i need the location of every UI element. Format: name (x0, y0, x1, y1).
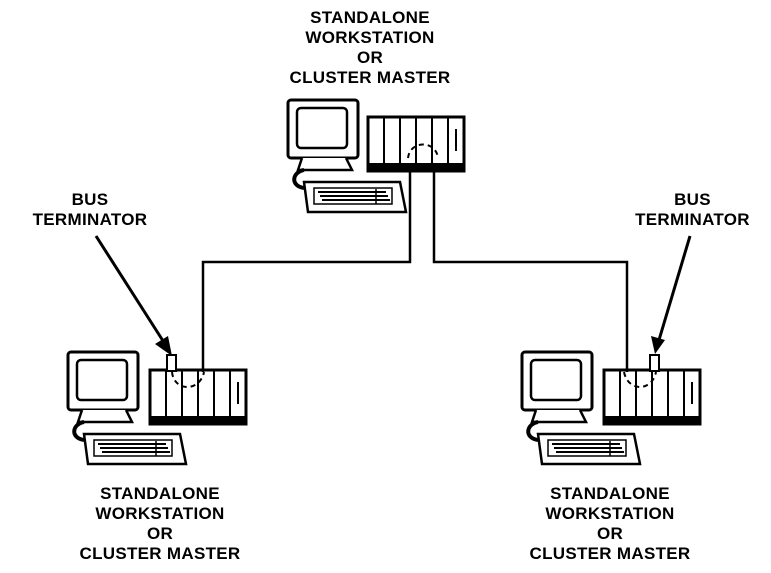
right-bus-terminator (649, 354, 660, 372)
right-terminator-label-line-1: BUS (674, 190, 711, 209)
right-station-label-line-2: WORKSTATION (545, 504, 675, 523)
left-station-label-line-2: WORKSTATION (95, 504, 225, 523)
right-terminator-label: BUS TERMINATOR (625, 190, 760, 230)
right-station-label-line-1: STANDALONE (550, 484, 670, 503)
right-terminator-arrow (651, 235, 692, 354)
top-cabinet-dashed-loop (407, 143, 439, 159)
bus-cable-right (432, 172, 629, 372)
right-station-label-line-4: CLUSTER MASTER (529, 544, 691, 563)
left-cabinet-dashed-loop (171, 371, 205, 388)
left-terminator-label-line-2: TERMINATOR (32, 210, 148, 229)
right-station-label: STANDALONE WORKSTATION OR CLUSTER MASTER (505, 484, 715, 564)
top-station-label-line-3: OR (356, 48, 384, 67)
left-station-label: STANDALONE WORKSTATION OR CLUSTER MASTER (55, 484, 265, 564)
left-cabinet (148, 368, 248, 427)
right-station-label-line-3: OR (596, 524, 624, 543)
left-station-label-line-3: OR (146, 524, 174, 543)
left-station-label-line-4: CLUSTER MASTER (79, 544, 241, 563)
top-station-label-line-1: STANDALONE (310, 8, 430, 27)
left-station-label-line-1: STANDALONE (100, 484, 220, 503)
left-terminator-label: BUS TERMINATOR (25, 190, 155, 230)
right-terminator-label-line-2: TERMINATOR (635, 210, 750, 229)
top-station-label-line-4: CLUSTER MASTER (289, 68, 451, 87)
bus-cable-left (201, 172, 412, 372)
top-cabinet (366, 115, 466, 174)
top-station-label-line-2: WORKSTATION (305, 28, 435, 47)
left-terminator-arrow (94, 235, 172, 356)
right-cabinet (602, 368, 702, 427)
left-terminator-label-line-1: BUS (71, 190, 109, 209)
top-station-label: STANDALONE WORKSTATION OR CLUSTER MASTER (265, 8, 475, 88)
left-bus-terminator (166, 354, 177, 372)
